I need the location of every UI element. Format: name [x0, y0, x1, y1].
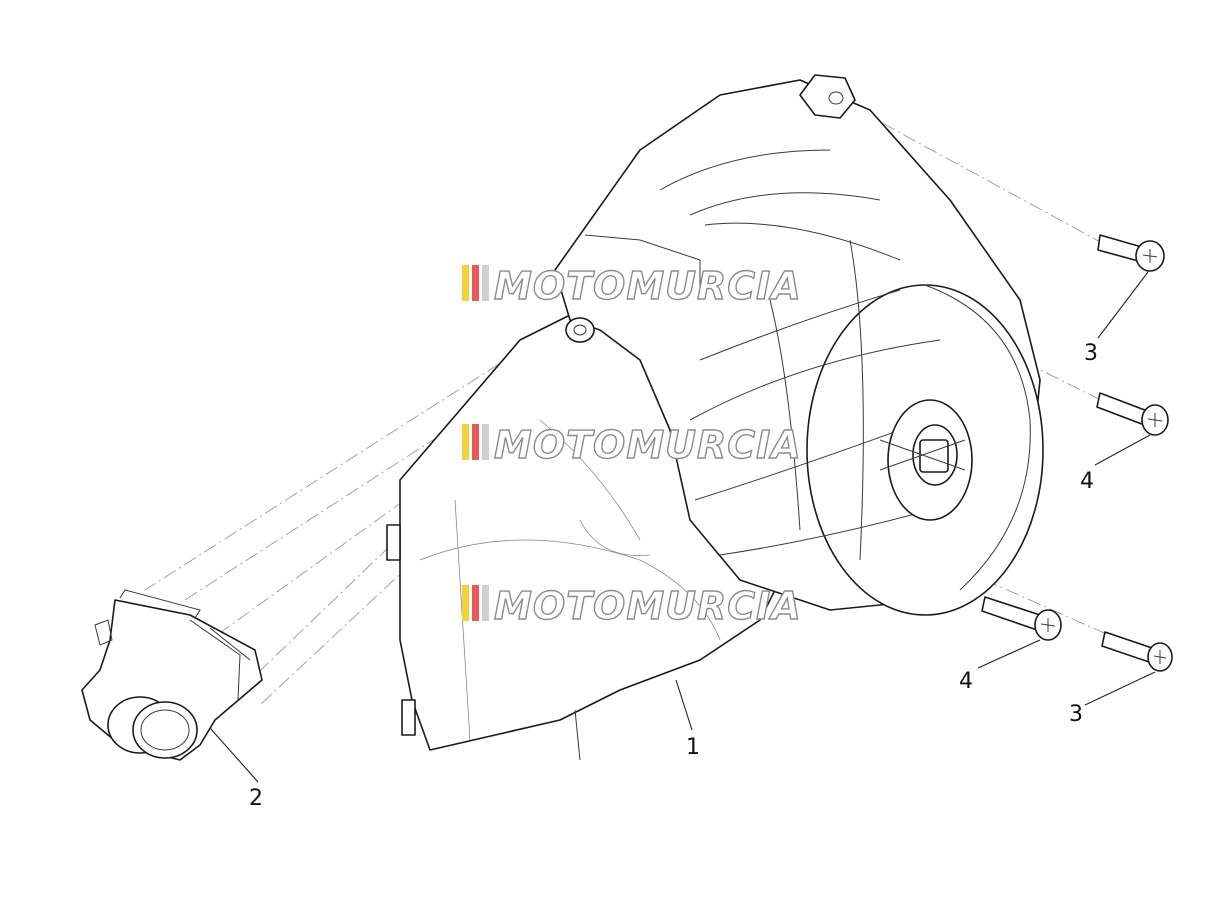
screw-lower-left: [981, 596, 1062, 641]
callout-part-3-lower: 3: [1069, 702, 1083, 727]
callout-part-1: 1: [686, 735, 700, 760]
leader-lines: [209, 271, 1156, 783]
screw-upper: [1097, 234, 1165, 272]
watermark-stripe-gray: [482, 265, 489, 301]
watermark-text: MOTOMURCIA: [494, 423, 802, 467]
flywheel-cover: [386, 74, 1044, 761]
watermark-stripe-yellow: [462, 424, 469, 460]
watermark-stripe-yellow: [462, 585, 469, 621]
callout-part-4-lower: 4: [959, 669, 973, 694]
watermark-stripe-yellow: [462, 265, 469, 301]
watermark-stripe-red: [472, 265, 479, 301]
callouts: 1 2 3 4 4 3: [249, 341, 1098, 811]
watermark-text: MOTOMURCIA: [494, 264, 802, 308]
watermark-stripe-gray: [482, 585, 489, 621]
screw-lower-right: [1101, 631, 1173, 672]
watermark-middle: MOTOMURCIA: [462, 422, 802, 468]
watermark-stripe-red: [472, 585, 479, 621]
watermark-stripe-red: [472, 424, 479, 460]
callout-part-4-mid: 4: [1080, 469, 1094, 494]
callout-part-3-upper: 3: [1084, 341, 1098, 366]
air-duct: [81, 589, 263, 761]
watermark-top: MOTOMURCIA: [462, 263, 802, 309]
callout-part-2: 2: [249, 786, 263, 811]
screw-mid: [1096, 392, 1169, 436]
watermark-bottom: MOTOMURCIA: [462, 583, 802, 629]
watermark-stripe-gray: [482, 424, 489, 460]
watermark-text: MOTOMURCIA: [494, 584, 802, 628]
